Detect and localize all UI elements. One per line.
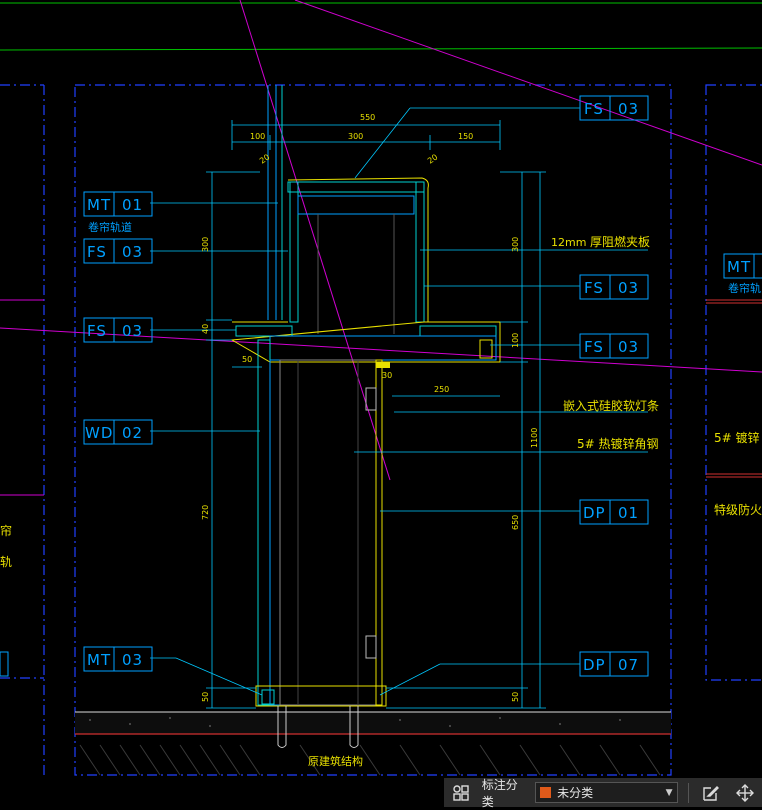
tag-fs03-left1[interactable]: FS 03 xyxy=(83,238,153,264)
dim-text: 50 xyxy=(242,355,252,364)
dim-text: 50 xyxy=(201,692,210,702)
note-curtain-track-right: 卷帘轨 xyxy=(728,281,761,295)
dimension-texts: 550 100 300 150 20 20 300 40 50 30 250 3… xyxy=(201,113,539,702)
tag-code: FS xyxy=(584,279,604,297)
tag-number: 03 xyxy=(618,279,639,297)
viewport-frames xyxy=(0,84,762,776)
section-lines xyxy=(0,0,762,496)
tag-code: DP xyxy=(583,656,606,674)
tag-number: 07 xyxy=(618,656,639,674)
dim-text: 30 xyxy=(382,371,392,380)
tag-code: WD xyxy=(85,424,113,442)
note-left-cut-2: 轨 xyxy=(0,555,12,569)
tag-number: 02 xyxy=(122,424,143,442)
tag-dp01[interactable]: DP 01 xyxy=(579,499,649,525)
tag-number: 03 xyxy=(618,100,639,118)
tag-dp07[interactable]: DP 07 xyxy=(579,651,649,677)
chevron-down-icon: ▼ xyxy=(665,787,673,798)
category-color-swatch xyxy=(540,787,552,798)
tag-code: FS xyxy=(584,338,604,356)
tag-number: 01 xyxy=(122,196,143,214)
category-select-value: 未分类 xyxy=(557,786,594,800)
tag-number: 03 xyxy=(122,322,143,340)
annotation-category-select[interactable]: 未分类 ▼ xyxy=(535,782,678,803)
note-angle-steel: 5# 热镀锌角钢 xyxy=(577,437,659,451)
dim-text: 550 xyxy=(360,113,375,122)
note-angle-steel-right: 5# 镀锌 xyxy=(714,431,760,445)
dim-text: 650 xyxy=(511,515,520,530)
note-board-name: 厚阻燃夹板 xyxy=(590,234,650,249)
tag-number: 03 xyxy=(122,651,143,669)
tag-mt-right[interactable]: MT xyxy=(723,253,762,279)
tag-fs03-right1[interactable]: FS 03 xyxy=(579,274,649,300)
dim-text: 20 xyxy=(426,152,440,165)
tag-code: MT xyxy=(87,651,111,669)
tag-fs03-top[interactable]: FS 03 xyxy=(579,95,649,121)
dim-text: 300 xyxy=(348,132,363,141)
tag-number: 01 xyxy=(618,504,639,522)
tag-code: FS xyxy=(87,243,107,261)
dim-text: 100 xyxy=(250,132,265,141)
floor-slab xyxy=(75,711,671,776)
tag-fs03-left2[interactable]: FS 03 xyxy=(83,317,153,343)
dim-text: 250 xyxy=(434,385,449,394)
tag-mt01[interactable]: MT 01 xyxy=(83,191,153,217)
tag-mt03[interactable]: MT 03 xyxy=(83,646,153,672)
leader-lines xyxy=(150,107,648,696)
tag-code: MT xyxy=(727,258,751,276)
dim-text: 1100 xyxy=(530,428,539,448)
edit-icon[interactable] xyxy=(701,782,723,804)
dim-text: 720 xyxy=(201,505,210,520)
note-slab: 原建筑结构 xyxy=(308,754,363,768)
annotation-toolbar: 标注分类 未分类 ▼ xyxy=(444,777,762,809)
dim-text: 100 xyxy=(511,333,520,348)
dim-text: 300 xyxy=(511,237,520,252)
bulkhead-section xyxy=(230,85,501,748)
note-left-cut-1: 帘 xyxy=(0,523,12,538)
tag-number: 03 xyxy=(618,338,639,356)
dim-text: 300 xyxy=(201,237,210,252)
tag-wd02[interactable]: WD 02 xyxy=(83,419,153,445)
toolbar-divider xyxy=(687,782,689,803)
dim-text: 150 xyxy=(458,132,473,141)
move-icon[interactable] xyxy=(734,782,756,804)
annotation-category-label: 标注分类 xyxy=(481,777,518,809)
note-curtain-track: 卷帘轨道 xyxy=(88,220,132,234)
tag-left-cut xyxy=(0,651,9,677)
grid-icon[interactable] xyxy=(450,782,472,804)
tag-code: DP xyxy=(583,504,606,522)
tag-code: FS xyxy=(87,322,107,340)
tag-fs03-right2[interactable]: FS 03 xyxy=(579,333,649,359)
dim-text: 20 xyxy=(258,152,272,165)
note-fire-right: 特级防火 xyxy=(714,502,762,517)
dim-text: 50 xyxy=(511,692,520,702)
note-board-size: 12mm xyxy=(551,236,586,249)
tag-code: MT xyxy=(87,196,111,214)
note-led-strip: 嵌入式硅胶软灯条 xyxy=(563,398,659,413)
tag-code: FS xyxy=(584,100,604,118)
dim-text: 40 xyxy=(201,324,210,334)
tag-number: 03 xyxy=(122,243,143,261)
dimension-lines xyxy=(206,120,546,709)
